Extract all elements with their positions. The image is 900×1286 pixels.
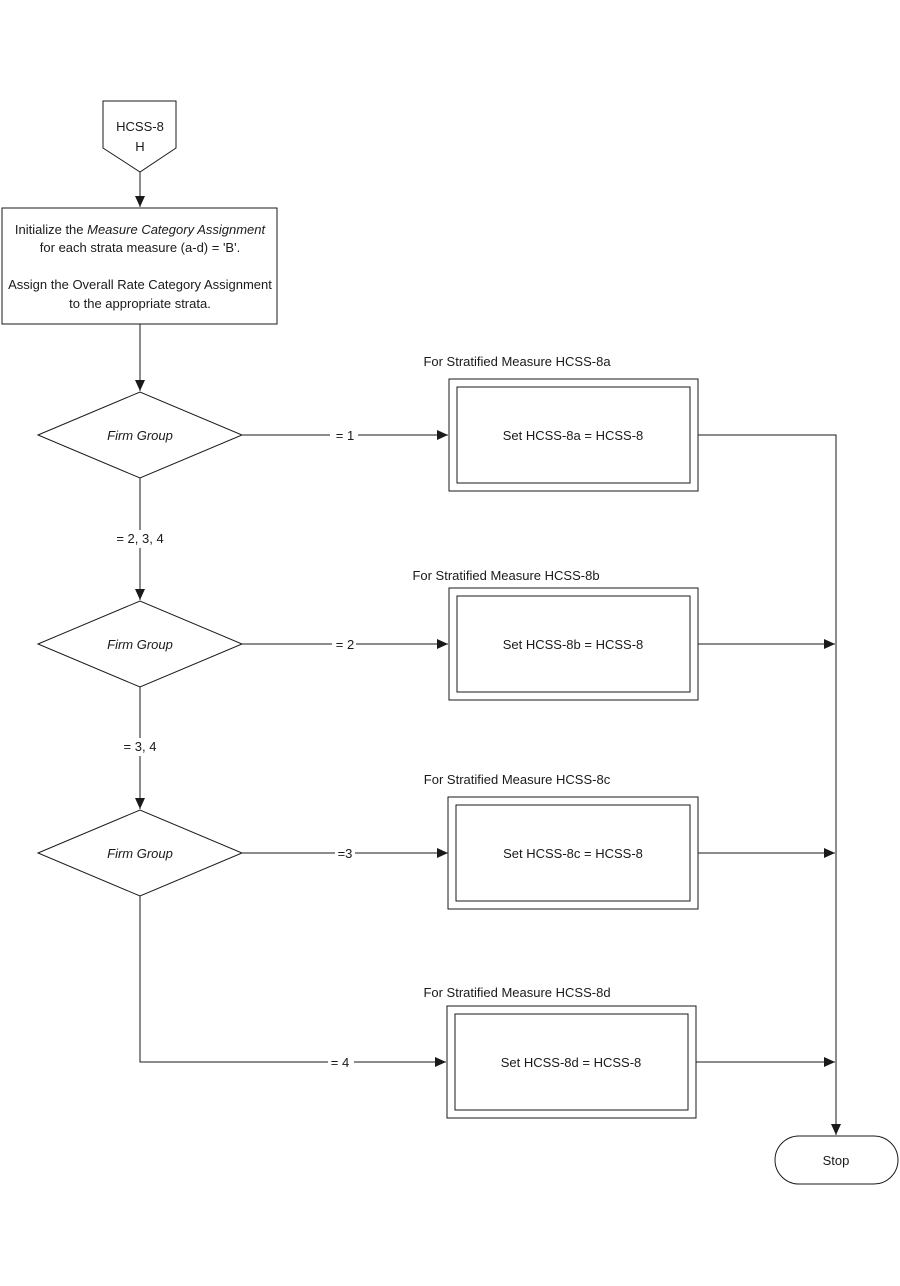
strata-8b-box: Set HCSS-8b = HCSS-8 bbox=[448, 587, 699, 701]
decision-firm-group-2: Firm Group bbox=[36, 600, 244, 688]
decision-3-right-label: =3 bbox=[338, 846, 353, 861]
strata-8a-caption: For Stratified Measure HCSS-8a bbox=[423, 354, 611, 369]
strata-8b-caption: For Stratified Measure HCSS-8b bbox=[412, 568, 599, 583]
init-line1-italic: Measure Category Assignment bbox=[87, 222, 266, 237]
decision-2-label: Firm Group bbox=[107, 637, 173, 652]
init-line1: Initialize the Measure Category Assignme… bbox=[15, 222, 267, 237]
branch-d-label: = 4 bbox=[331, 1055, 349, 1070]
decision-1-down-label: = 2, 3, 4 bbox=[116, 531, 163, 546]
stop-label: Stop bbox=[823, 1153, 850, 1168]
decision-1-label: Firm Group bbox=[107, 428, 173, 443]
decision-3-label: Firm Group bbox=[107, 846, 173, 861]
decision-2-right-label: = 2 bbox=[336, 637, 354, 652]
initialize-process-box: Initialize the Measure Category Assignme… bbox=[1, 207, 278, 325]
strata-8c-text: Set HCSS-8c = HCSS-8 bbox=[503, 846, 643, 861]
arrow-decision-3-to-8d bbox=[139, 896, 446, 1067]
decision-2-down-label: = 3, 4 bbox=[124, 739, 157, 754]
strata-8d-box: Set HCSS-8d = HCSS-8 bbox=[446, 1005, 697, 1119]
strata-8b-text: Set HCSS-8b = HCSS-8 bbox=[503, 637, 644, 652]
strata-8d-text: Set HCSS-8d = HCSS-8 bbox=[501, 1055, 642, 1070]
strata-8a-box: Set HCSS-8a = HCSS-8 bbox=[448, 378, 699, 492]
init-line2: for each strata measure (a-d) = 'B'. bbox=[40, 240, 240, 255]
connector-line2: H bbox=[135, 139, 144, 154]
strata-8c-box: Set HCSS-8c = HCSS-8 bbox=[447, 796, 699, 910]
decision-1-right-label: = 1 bbox=[336, 428, 354, 443]
strata-8d-caption: For Stratified Measure HCSS-8d bbox=[423, 985, 610, 1000]
strata-8a-text: Set HCSS-8a = HCSS-8 bbox=[503, 428, 644, 443]
init-line1-prefix: Initialize the bbox=[15, 222, 87, 237]
connector-line1: HCSS-8 bbox=[116, 119, 164, 134]
strata-8c-caption: For Stratified Measure HCSS-8c bbox=[424, 772, 611, 787]
offpage-connector: HCSS-8 H bbox=[102, 100, 177, 173]
init-line3: Assign the Overall Rate Category Assignm… bbox=[8, 277, 272, 292]
stop-terminator: Stop bbox=[774, 1135, 899, 1185]
line-8a-to-stop bbox=[698, 434, 841, 1135]
decision-firm-group-3: Firm Group bbox=[36, 809, 244, 897]
decision-firm-group-1: Firm Group bbox=[36, 391, 244, 479]
init-line4: to the appropriate strata. bbox=[69, 296, 211, 311]
